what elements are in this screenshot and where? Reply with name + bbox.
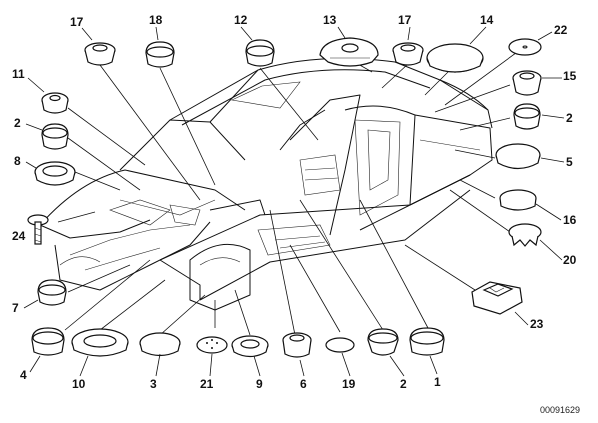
document-id: 00091629 xyxy=(540,405,580,415)
plug-17-left xyxy=(84,42,116,66)
callout-3: 3 xyxy=(150,377,157,391)
plug-3 xyxy=(139,332,181,357)
plug-10 xyxy=(71,328,129,357)
plug-9 xyxy=(231,335,269,358)
block-23 xyxy=(471,281,523,315)
callout-20: 20 xyxy=(563,253,577,267)
callout-9: 9 xyxy=(256,377,263,391)
callout-21: 21 xyxy=(200,377,214,391)
callout-labels: 17 18 12 13 17 14 22 11 15 2 2 8 5 16 24… xyxy=(12,13,577,391)
callout-17-left: 17 xyxy=(70,15,84,29)
plug-11 xyxy=(41,92,69,114)
callout-24: 24 xyxy=(12,229,26,243)
callout-5: 5 xyxy=(566,155,573,169)
plug-7 xyxy=(37,279,67,306)
plug-15 xyxy=(512,70,542,96)
plug-14 xyxy=(426,43,484,73)
plug-18 xyxy=(145,41,175,68)
callout-19: 19 xyxy=(342,377,356,391)
car-body-shell xyxy=(39,57,493,311)
label-ticks xyxy=(23,26,565,377)
callout-15: 15 xyxy=(563,69,577,83)
disc-19 xyxy=(325,337,355,353)
callout-11: 11 xyxy=(12,67,25,81)
callout-14: 14 xyxy=(480,13,494,27)
callout-1: 1 xyxy=(434,375,441,389)
callout-23: 23 xyxy=(530,317,544,331)
clip-20 xyxy=(508,223,542,247)
callout-10: 10 xyxy=(72,377,86,391)
callout-6: 6 xyxy=(300,377,307,391)
callout-22: 22 xyxy=(554,23,568,37)
plug-5 xyxy=(495,143,541,170)
disc-21 xyxy=(196,336,228,354)
callout-8: 8 xyxy=(14,154,21,168)
callout-2-right: 2 xyxy=(566,111,573,125)
callout-16: 16 xyxy=(563,213,577,227)
callout-4: 4 xyxy=(20,368,27,382)
parts xyxy=(27,37,542,358)
plug-1 xyxy=(409,327,445,356)
callout-2-left: 2 xyxy=(14,116,21,130)
plug-17-right xyxy=(392,42,424,66)
callout-12: 12 xyxy=(234,13,248,27)
rivet-24 xyxy=(27,214,49,245)
plug-2-bottom xyxy=(367,328,399,356)
plug-4 xyxy=(31,327,65,356)
plug-2-right xyxy=(513,103,541,130)
plug-16 xyxy=(499,189,537,211)
callout-18: 18 xyxy=(149,13,163,27)
cover-13 xyxy=(319,37,379,67)
leader-lines xyxy=(57,49,521,336)
callout-13: 13 xyxy=(323,13,337,27)
grommet-8 xyxy=(34,161,76,186)
plug-2-left xyxy=(41,123,69,150)
plug-12 xyxy=(245,39,275,67)
callout-17-right: 17 xyxy=(398,13,412,27)
callout-7: 7 xyxy=(12,301,19,315)
disc-22 xyxy=(508,38,542,56)
plug-6 xyxy=(282,332,312,358)
callout-2-bottom: 2 xyxy=(400,377,407,391)
